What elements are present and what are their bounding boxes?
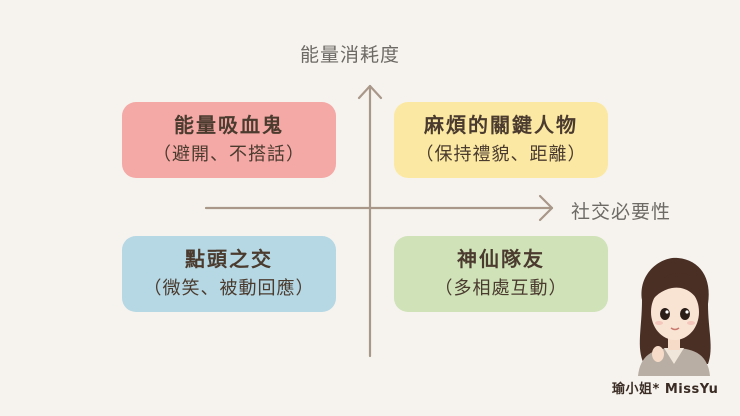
vertical-axis-label: 能量消耗度 — [300, 44, 401, 66]
quadrant-dream-teammate: 神仙隊友 （多相處互動） — [394, 236, 608, 312]
quadrant-subtitle: （避開、不搭話） — [153, 144, 305, 165]
quadrant-troublesome-key-person: 麻煩的關鍵人物 （保持禮貌、距離） — [394, 102, 608, 178]
quadrant-title: 能量吸血鬼 — [174, 113, 284, 137]
quadrant-energy-vampire: 能量吸血鬼 （避開、不搭話） — [122, 102, 336, 178]
avatar-illustration — [638, 257, 711, 376]
quadrant-title: 神仙隊友 — [457, 247, 545, 271]
quadrant-subtitle: （保持禮貌、距離） — [415, 144, 587, 165]
quadrant-title: 麻煩的關鍵人物 — [424, 113, 578, 137]
horizontal-axis-arrowhead — [538, 194, 554, 222]
quadrant-subtitle: （多相處互動） — [434, 278, 568, 299]
quadrant-subtitle: （微笑、被動回應） — [143, 278, 315, 299]
horizontal-axis-label: 社交必要性 — [571, 201, 672, 223]
quadrant-title: 點頭之交 — [185, 247, 273, 271]
author-credit: 瑜小姐* MissYu — [612, 382, 719, 397]
quadrant-nodding-acquaintance: 點頭之交 （微笑、被動回應） — [122, 236, 336, 312]
vertical-axis-arrowhead — [357, 84, 383, 100]
